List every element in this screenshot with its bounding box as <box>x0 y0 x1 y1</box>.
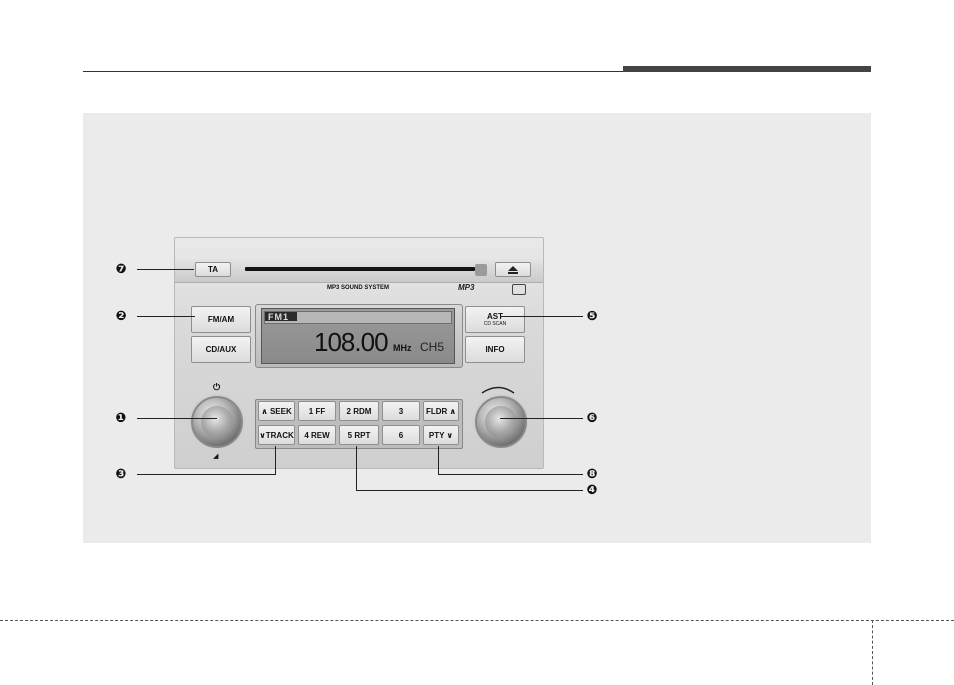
callout-6: ❻ <box>584 410 600 426</box>
callout-5: ❺ <box>584 308 600 324</box>
preset-6-button[interactable]: 6 <box>382 425 420 445</box>
cd-logo-icon <box>512 284 526 295</box>
radio-unit: TA MP3 SOUND SYSTEM MP3 FM/AM CD/AUX FM1… <box>174 237 544 469</box>
leader-line-5 <box>500 316 583 317</box>
leader-line-8-vertical <box>438 446 439 475</box>
eject-button[interactable] <box>495 262 531 277</box>
ast-sub-label: CD SCAN <box>484 321 507 327</box>
knob-cap <box>485 406 517 438</box>
ast-button[interactable]: AST CD SCAN <box>465 306 525 333</box>
info-button[interactable]: INFO <box>465 336 525 363</box>
leader-line-7 <box>137 269 194 270</box>
channel-readout: CH5 <box>420 340 444 354</box>
frequency-readout: 108.00 <box>314 327 388 358</box>
power-volume-knob[interactable] <box>191 396 243 448</box>
knob-cap <box>201 406 233 438</box>
tune-arc-icon <box>480 384 516 394</box>
band-indicator: FM1 <box>265 312 297 321</box>
power-symbol: ⏻ <box>213 382 220 393</box>
cd-slot[interactable] <box>245 267 475 271</box>
header-accent-bar <box>623 66 871 72</box>
leader-line-4-vertical <box>356 446 357 491</box>
leader-line-8 <box>438 474 583 475</box>
leader-line-6 <box>500 418 583 419</box>
ta-button[interactable]: TA <box>195 262 231 277</box>
leader-line-3-vertical <box>275 446 276 475</box>
leader-line-2 <box>137 316 195 317</box>
system-label: MP3 SOUND SYSTEM <box>327 285 389 291</box>
callout-4: ❹ <box>584 482 600 498</box>
preset-4-button[interactable]: 4 REW <box>298 425 336 445</box>
header-rule <box>83 71 623 72</box>
leader-line-3 <box>137 474 275 475</box>
fm-am-button[interactable]: FM/AM <box>191 306 251 333</box>
cd-aux-button[interactable]: CD/AUX <box>191 336 251 363</box>
folder-up-button[interactable]: FLDR ∧ <box>423 401 459 421</box>
preset-1-button[interactable]: 1 FF <box>298 401 336 421</box>
callout-3: ❸ <box>113 466 129 482</box>
slot-indicator <box>475 264 487 276</box>
leader-line-4 <box>356 490 583 491</box>
volume-symbol: ◢ <box>213 452 218 460</box>
frequency-unit: MHz <box>393 343 412 353</box>
track-button[interactable]: ∨TRACK <box>258 425 295 445</box>
preset-2-button[interactable]: 2 RDM <box>339 401 379 421</box>
callout-7: ❼ <box>113 261 129 277</box>
lcd-display: FM1 108.00 MHz CH5 <box>261 308 455 364</box>
footer-dashed-divider <box>872 620 873 685</box>
pty-button[interactable]: PTY ∨ <box>423 425 459 445</box>
seek-button[interactable]: ∧ SEEK <box>258 401 295 421</box>
preset-3-button[interactable]: 3 <box>382 401 420 421</box>
footer-dashed-rule <box>0 620 954 621</box>
callout-1: ❶ <box>113 410 129 426</box>
callout-2: ❷ <box>113 308 129 324</box>
mp3-badge: MP3 <box>458 283 474 292</box>
leader-line-1 <box>137 418 217 419</box>
callout-8: ❽ <box>584 466 600 482</box>
preset-5-button[interactable]: 5 RPT <box>339 425 379 445</box>
eject-icon <box>508 266 518 274</box>
tune-knob[interactable] <box>475 396 527 448</box>
